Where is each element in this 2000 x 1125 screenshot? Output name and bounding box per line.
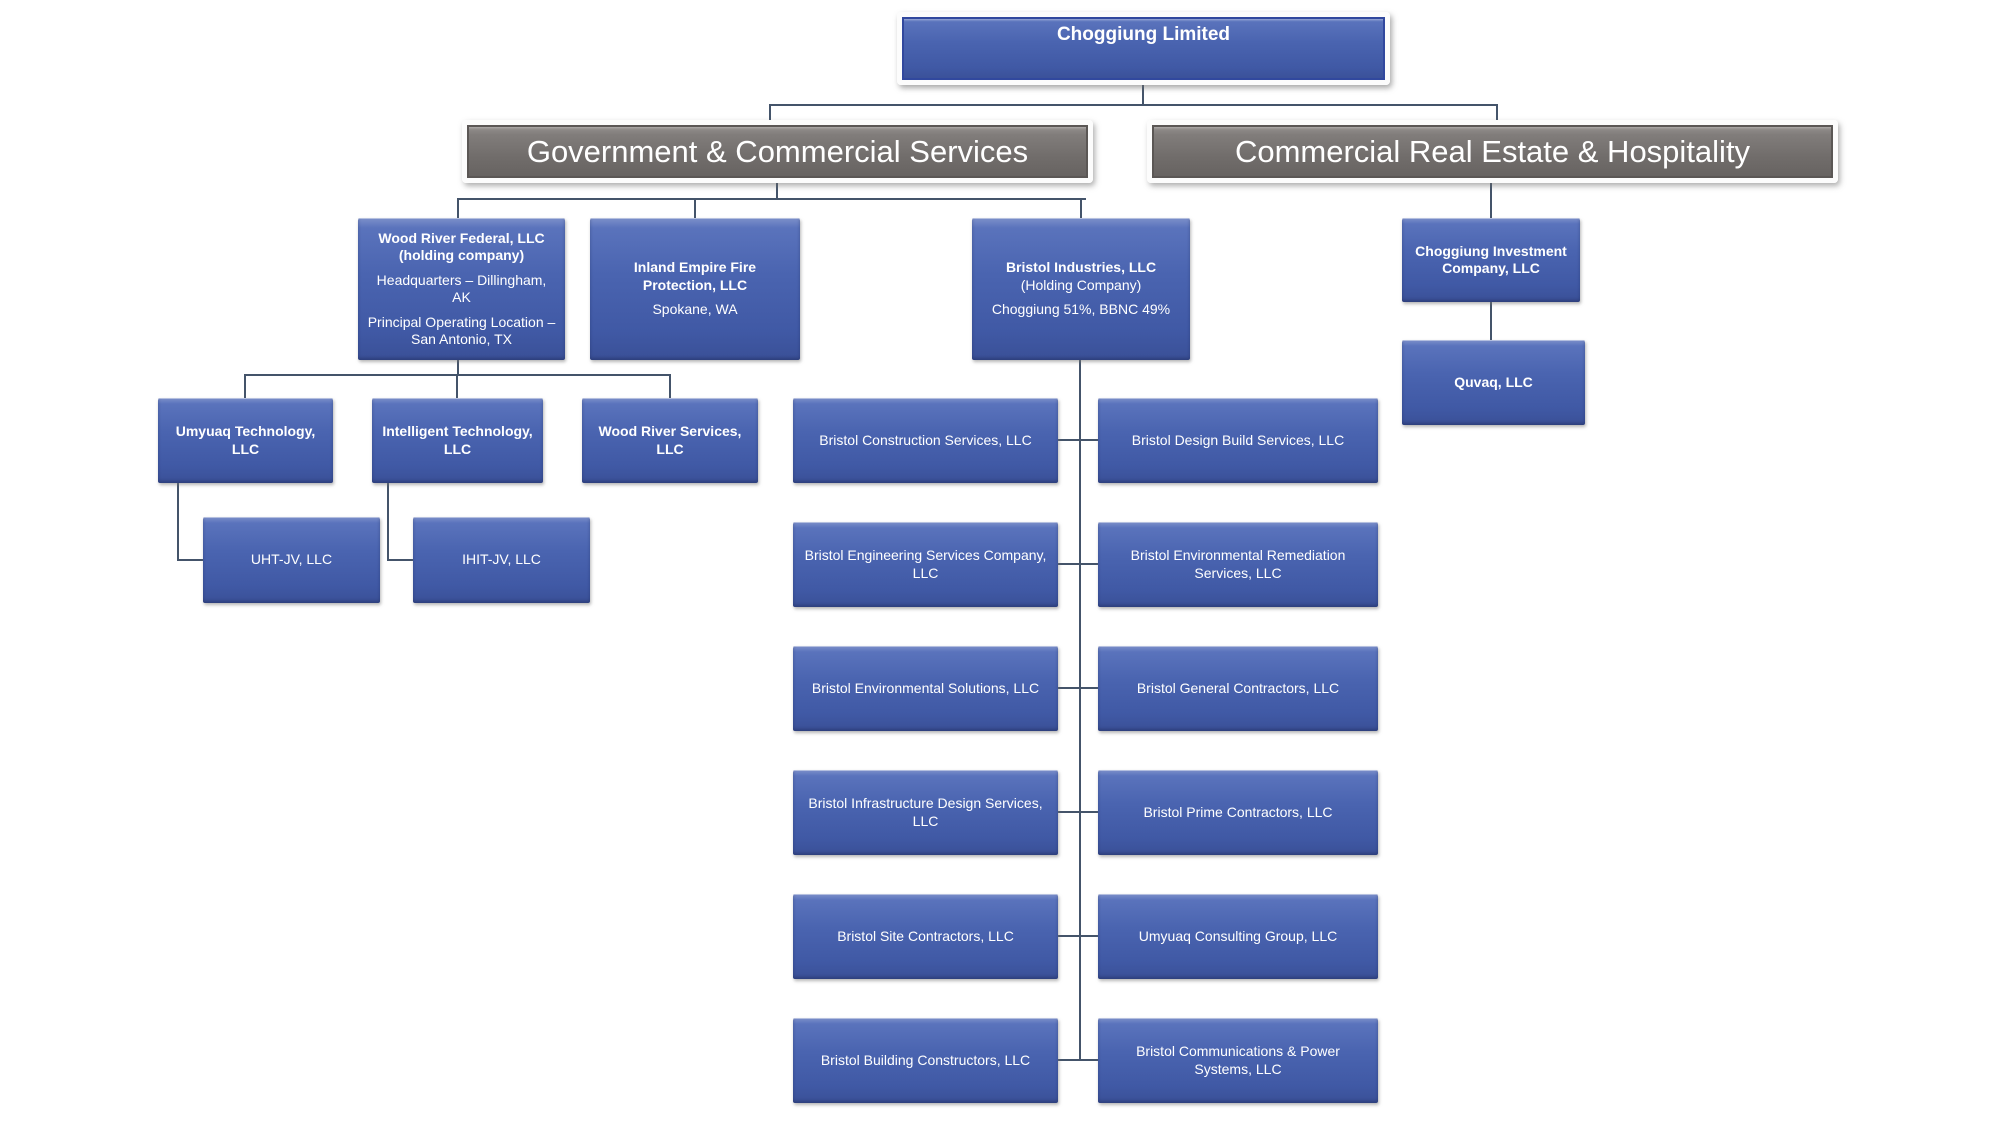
node-label: Bristol Infrastructure Design Services, … <box>808 795 1043 829</box>
node-label: Bristol Design Build Services, LLC <box>1131 431 1345 448</box>
connector-line <box>694 198 696 218</box>
node-umyuaq-consulting-group: Umyuaq Consulting Group, LLC <box>1098 894 1378 979</box>
node-bristol-prime-contractors: Bristol Prime Contractors, LLC <box>1098 770 1378 855</box>
node-bristol-construction-services: Bristol Construction Services, LLC <box>793 398 1058 483</box>
node-label: Bristol General Contractors, LLC <box>1136 679 1340 696</box>
node-bristol-general-contractors: Bristol General Contractors, LLC <box>1098 646 1378 731</box>
node-label: Commercial Real Estate & Hospitality <box>1234 133 1751 169</box>
node-label: Bristol Environmental Solutions, LLC <box>811 679 1040 696</box>
node-sublabel: (holding company) <box>398 247 525 263</box>
node-detail: Principal Operating Location – San Anton… <box>367 313 556 348</box>
node-label: Choggiung Limited <box>1056 24 1231 45</box>
node-label: Wood River Federal, LLC <box>378 229 545 246</box>
node-label: Bristol Prime Contractors, LLC <box>1143 803 1333 820</box>
connector-line <box>457 198 459 218</box>
node-uht-jv: UHT-JV, LLC <box>203 517 380 603</box>
node-umyuaq-technology: Umyuaq Technology, LLC <box>158 398 333 483</box>
node-commercial-real-estate-hospitality: Commercial Real Estate & Hospitality <box>1147 120 1838 183</box>
node-label: Umyuaq Technology, LLC <box>175 423 316 457</box>
node-label: Bristol Site Contractors, LLC <box>837 927 1014 944</box>
node-label: UHT-JV, LLC <box>250 551 333 568</box>
node-label: Intelligent Technology, LLC <box>382 423 533 457</box>
node-bristol-building-constructors: Bristol Building Constructors, LLC <box>793 1018 1058 1103</box>
node-choggiung-limited: Choggiung Limited <box>897 12 1390 85</box>
node-bristol-site-contractors: Bristol Site Contractors, LLC <box>793 894 1058 979</box>
node-detail: Headquarters – Dillingham, AK <box>376 271 547 306</box>
node-bristol-environmental-remediation: Bristol Environmental Remediation Servic… <box>1098 522 1378 607</box>
connector-line <box>244 374 246 398</box>
connector-line <box>1058 935 1098 937</box>
node-label: IHIT-JV, LLC <box>462 551 541 568</box>
connector-line <box>1058 439 1098 441</box>
node-bristol-engineering-services: Bristol Engineering Services Company, LL… <box>793 522 1058 607</box>
connector-line <box>387 559 413 561</box>
connector-line <box>1080 198 1082 218</box>
node-label: Bristol Industries, LLC <box>1005 259 1157 276</box>
node-government-commercial-services: Government & Commercial Services <box>462 120 1093 183</box>
connector-line <box>1490 302 1492 340</box>
connector-line <box>1079 360 1081 1060</box>
node-wood-river-federal: Wood River Federal, LLC (holding company… <box>358 218 565 360</box>
node-label: Umyuaq Consulting Group, LLC <box>1138 927 1338 944</box>
connector-line <box>387 483 389 561</box>
node-label: Inland Empire Fire Protection, LLC <box>633 259 757 293</box>
connector-line <box>769 104 1498 106</box>
connector-line <box>1058 811 1098 813</box>
connector-line <box>456 374 458 398</box>
connector-line <box>1496 104 1498 120</box>
node-sublabel: (Holding Company) <box>1020 276 1142 293</box>
node-label: Wood River Services, LLC <box>598 423 742 457</box>
node-inland-empire-fire-protection: Inland Empire Fire Protection, LLC Spoka… <box>590 218 800 360</box>
connector-line <box>1058 1059 1098 1061</box>
connector-line <box>457 360 459 374</box>
node-bristol-infrastructure-design: Bristol Infrastructure Design Services, … <box>793 770 1058 855</box>
connector-line <box>1142 85 1144 105</box>
node-label: Bristol Engineering Services Company, LL… <box>804 547 1047 581</box>
node-label: Quvaq, LLC <box>1454 373 1533 390</box>
node-bristol-design-build: Bristol Design Build Services, LLC <box>1098 398 1378 483</box>
node-label: Bristol Environmental Remediation Servic… <box>1130 547 1346 581</box>
node-choggiung-investment-company: Choggiung Investment Company, LLC <box>1402 218 1580 302</box>
connector-line <box>669 374 671 398</box>
node-detail: Choggiung 51%, BBNC 49% <box>991 301 1171 318</box>
connector-line <box>1490 183 1492 218</box>
connector-line <box>457 198 1086 200</box>
connector-line <box>769 104 771 120</box>
node-bristol-communications-power: Bristol Communications & Power Systems, … <box>1098 1018 1378 1103</box>
node-label: Choggiung Investment Company, LLC <box>1415 242 1567 277</box>
node-quvaq: Quvaq, LLC <box>1402 340 1585 425</box>
node-ihit-jv: IHIT-JV, LLC <box>413 517 590 603</box>
node-label: Bristol Construction Services, LLC <box>819 431 1032 448</box>
connector-line <box>1058 687 1098 689</box>
node-label: Bristol Building Constructors, LLC <box>820 1051 1031 1068</box>
node-bristol-environmental-solutions: Bristol Environmental Solutions, LLC <box>793 646 1058 731</box>
node-detail: Spokane, WA <box>652 301 738 318</box>
connector-line <box>1058 563 1098 565</box>
connector-line <box>177 559 203 561</box>
node-label: Government & Commercial Services <box>526 133 1029 169</box>
node-intelligent-technology: Intelligent Technology, LLC <box>372 398 543 483</box>
connector-line <box>776 183 778 200</box>
node-label: Bristol Communications & Power Systems, … <box>1136 1043 1340 1077</box>
node-wood-river-services: Wood River Services, LLC <box>582 398 758 483</box>
connector-line <box>177 483 179 561</box>
node-bristol-industries: Bristol Industries, LLC (Holding Company… <box>972 218 1190 360</box>
